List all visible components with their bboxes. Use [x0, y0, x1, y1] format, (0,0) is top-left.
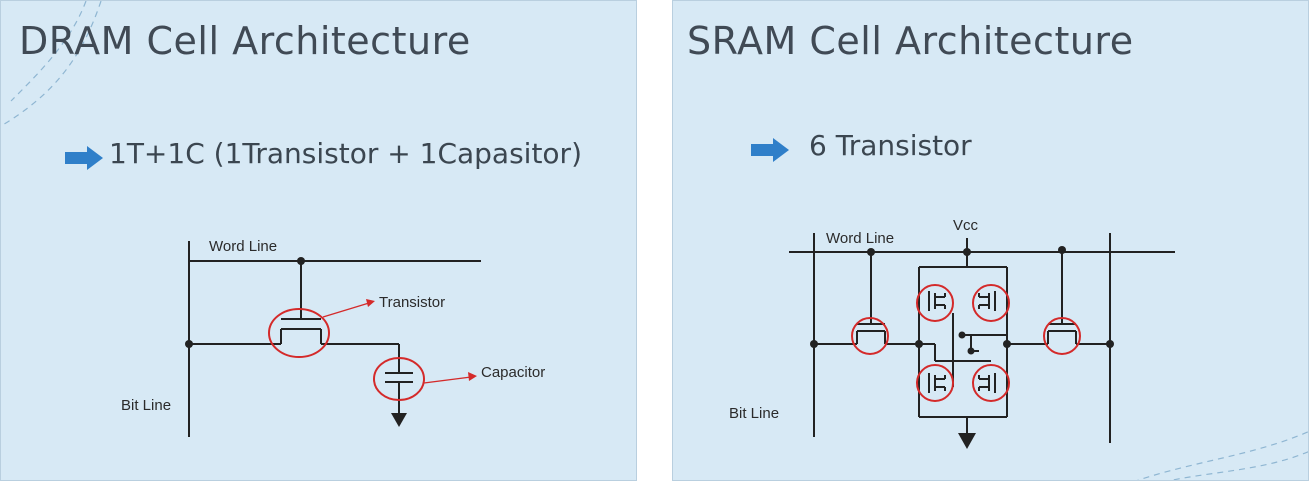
arrow-right-icon — [65, 146, 103, 170]
dram-transistor-label: Transistor — [379, 294, 445, 311]
capacitor-highlight — [373, 357, 425, 401]
sram-pull-down-left-highlight — [916, 364, 954, 402]
sram-pull-down-right-highlight — [972, 364, 1010, 402]
dashed-deco-curve — [1137, 431, 1308, 480]
sram-title: SRAM Cell Architecture — [687, 19, 1134, 63]
sram-bullet: 6 Transistor — [809, 129, 972, 162]
sram-bit-line-label: Bit Line — [729, 405, 779, 422]
sram-panel: SRAM Cell Architecture 6 Transistor — [672, 0, 1309, 481]
sram-access-right-highlight — [1043, 317, 1081, 355]
sram-pull-up-right-highlight — [972, 284, 1010, 322]
sram-circuit-diagram: Word Line Vcc Bit Line — [729, 217, 1175, 449]
sram-access-left-highlight — [851, 317, 889, 355]
sram-vcc-label: Vcc — [953, 217, 979, 234]
dashed-deco-curve — [1, 1, 102, 127]
sram-ground-symbol — [958, 433, 976, 449]
dram-circuit-diagram: Word Line Transistor Capacitor Bit Line — [121, 238, 545, 437]
sram-word-line-label: Word Line — [826, 230, 894, 247]
transistor-highlight — [268, 308, 330, 358]
dram-bullet: 1T+1C (1Transistor + 1Capasitor) — [109, 137, 582, 170]
dram-panel: DRAM Cell Architecture 1T+1C (1Transisto… — [0, 0, 637, 481]
dram-word-line-label: Word Line — [209, 238, 277, 255]
dram-title: DRAM Cell Architecture — [19, 19, 471, 63]
dram-bit-line-label: Bit Line — [121, 397, 171, 414]
ground-symbol — [391, 413, 407, 427]
sram-pull-up-left-highlight — [916, 284, 954, 322]
dram-capacitor-label: Capacitor — [481, 364, 545, 381]
arrow-right-icon — [751, 138, 789, 162]
